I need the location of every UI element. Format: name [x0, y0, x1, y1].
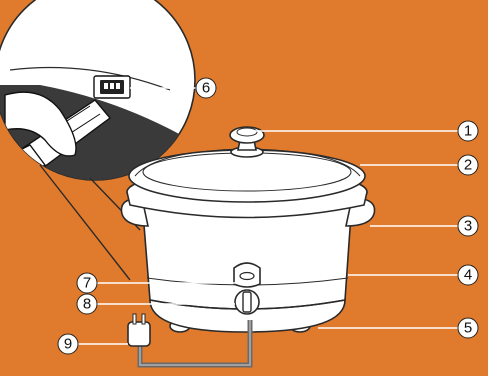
temperature-dial	[235, 290, 259, 314]
callout-label-4: 4	[464, 267, 472, 284]
callout-label-6: 6	[202, 80, 210, 97]
callout-label-5: 5	[464, 320, 472, 337]
callout-label-9: 9	[64, 336, 72, 353]
callout-7: 7	[77, 273, 97, 293]
callout-label-7: 7	[83, 275, 91, 292]
callout-label-2: 2	[464, 157, 472, 174]
callout-4: 4	[458, 265, 478, 285]
callout-1: 1	[458, 121, 478, 141]
callout-label-1: 1	[464, 123, 472, 140]
callout-9: 9	[58, 334, 78, 354]
callout-label-3: 3	[464, 218, 472, 235]
callout-6: 6	[196, 78, 216, 98]
callout-2: 2	[458, 155, 478, 175]
callout-3: 3	[458, 216, 478, 236]
callout-5: 5	[458, 318, 478, 338]
callout-8: 8	[77, 294, 97, 314]
callout-label-8: 8	[83, 296, 91, 313]
mains-plug	[128, 322, 150, 346]
